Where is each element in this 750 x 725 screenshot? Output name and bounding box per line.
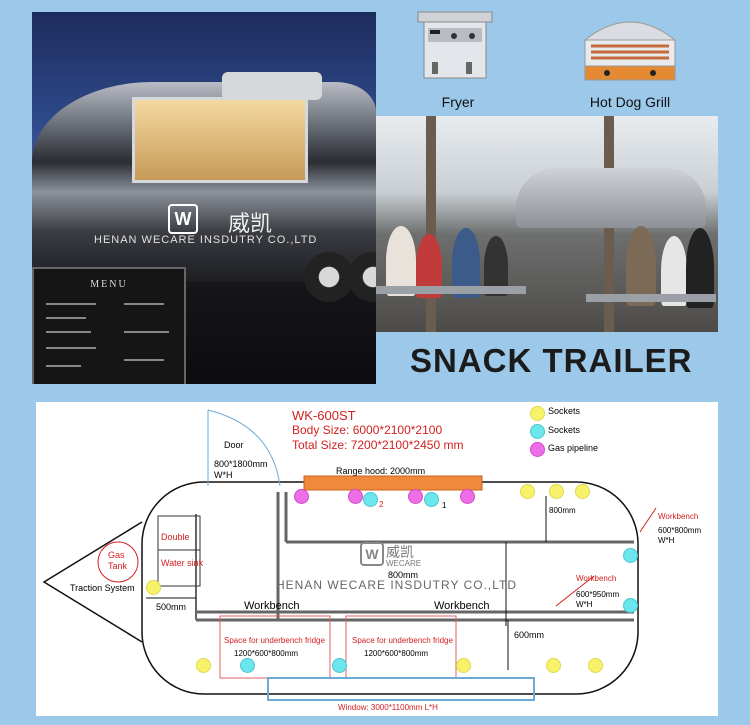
dim-600mm: 600mm <box>514 630 545 640</box>
workbench-right-side-label: Workbench <box>576 574 617 583</box>
fridge-right-size: 1200*600*800mm <box>364 649 429 658</box>
snack-trailer-title: SNACK TRAILER <box>410 342 693 379</box>
customers-photo <box>376 116 718 332</box>
workbench-right-side-size: 600*950mm <box>576 590 620 599</box>
door-size: 800*1800mm <box>214 459 268 469</box>
legend-label: Sockets <box>548 425 581 435</box>
door-unit: W*H <box>214 470 233 480</box>
fryer-label: Fryer <box>441 94 475 110</box>
range-hood-label: Range hood: 2000mm <box>336 466 426 476</box>
workbench-right-side-unit: W*H <box>576 600 593 609</box>
window-label: Window: 3000*1100mm L*H <box>338 703 438 712</box>
photo-watermark-company: HENAN WECARE INSDUTRY CO.,LTD <box>94 234 318 246</box>
legend-label: Sockets <box>548 406 581 416</box>
double-label: Double <box>161 532 190 542</box>
dim-800mm-center: 800mm <box>388 570 419 580</box>
menu-board: MENU <box>32 267 186 384</box>
workbench-top-right-label: Workbench <box>658 512 699 521</box>
total-size: Total Size: 7200*2100*2450 mm <box>292 438 464 452</box>
legend-gas-pipeline <box>530 442 545 457</box>
hot-dog-grill-image <box>583 21 677 81</box>
floor-plan-drawing <box>42 409 657 701</box>
gas-tank-label: Gas Tank <box>108 550 128 571</box>
floor-plan: WK-600ST Body Size: 6000*2100*2100 Total… <box>36 402 718 716</box>
dim-800mm-right: 800mm <box>549 506 576 515</box>
hood-marker-1: 1 <box>442 501 447 510</box>
wecare-logo-icon: W <box>168 204 198 234</box>
hood-marker-2: 2 <box>379 500 384 509</box>
dim-500mm: 500mm <box>156 602 187 612</box>
workbench-top-right-unit: W*H <box>658 536 675 545</box>
trailer-ac-unit <box>222 72 322 100</box>
trailer-wheel <box>304 252 354 302</box>
trailer-photo: MENU W 威凯 HENAN WECARE INSDUTRY CO.,LTD <box>32 12 376 384</box>
workbench-top-right-size: 600*800mm <box>658 526 702 535</box>
photo-watermark-chinese: 威凯 <box>228 211 273 236</box>
menu-board-title: MENU <box>90 279 128 290</box>
wecare-logo-icon: W <box>360 542 384 566</box>
watermark-brand: WECARE <box>386 559 422 568</box>
workbench-right-label: Workbench <box>434 600 490 612</box>
fryer-image <box>417 11 493 79</box>
hot-dog-grill-label: Hot Dog Grill <box>589 94 671 110</box>
fridge-left-label: Space for underbench fridge <box>224 636 325 645</box>
fridge-right-label: Space for underbench fridge <box>352 636 453 645</box>
body-size: Body Size: 6000*2100*2100 <box>292 423 443 437</box>
door-label: Door <box>224 440 244 450</box>
model-name: WK-600ST <box>292 408 356 423</box>
legend-socket-yellow <box>530 406 545 421</box>
legend-socket-cyan <box>530 424 545 439</box>
water-sink-label: Water sink <box>161 558 204 568</box>
workbench-left-label: Workbench <box>244 600 300 612</box>
trailer-service-window <box>132 97 308 183</box>
watermark-company: HENAN WECARE INSDUTRY CO.,LTD <box>276 578 518 592</box>
background-trailer <box>516 168 706 228</box>
traction-system-label: Traction System <box>70 583 135 593</box>
fridge-left-size: 1200*600*800mm <box>234 649 299 658</box>
watermark-chinese: 威凯 <box>386 544 414 560</box>
legend-label: Gas pipeline <box>548 443 599 453</box>
